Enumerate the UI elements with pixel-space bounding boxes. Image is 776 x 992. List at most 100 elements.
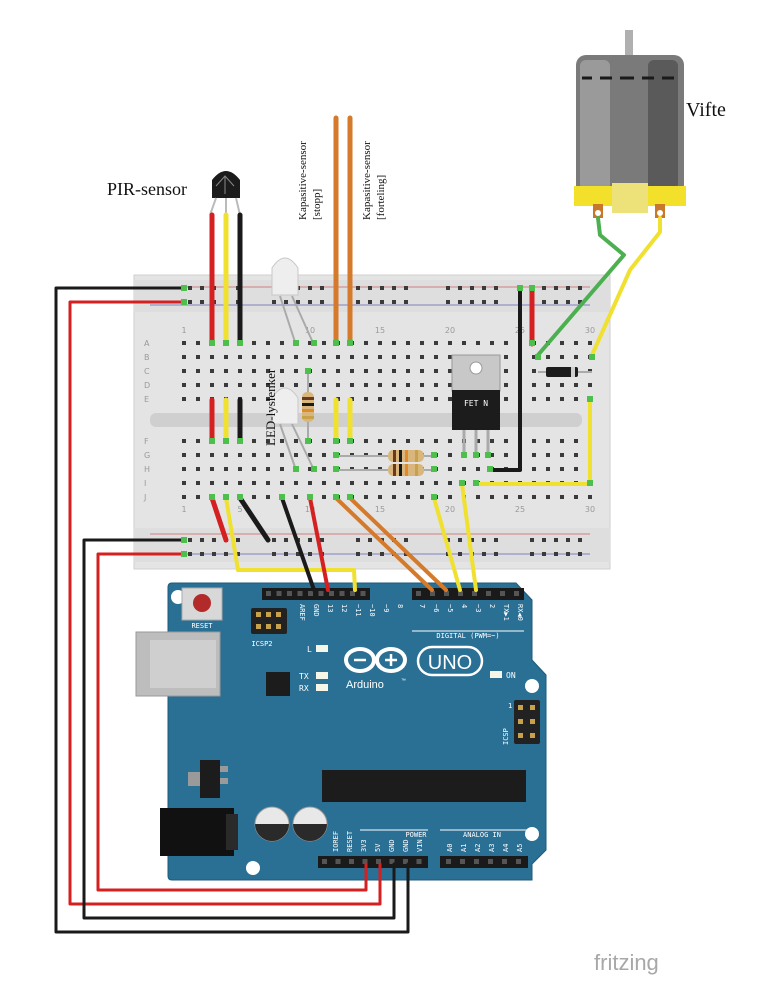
connection-marker (459, 480, 465, 486)
rail-hole (284, 538, 288, 542)
header-pin (474, 859, 479, 864)
breadboard-hole (182, 397, 186, 401)
breadboard-hole (238, 467, 242, 471)
breadboard-hole (350, 355, 354, 359)
breadboard-hole (196, 495, 200, 499)
breadboard-hole (280, 355, 284, 359)
connection-marker (333, 452, 339, 458)
digital-pin-label: ~9 (382, 604, 390, 612)
header-pin (322, 859, 327, 864)
breadboard-hole (448, 397, 452, 401)
connection-marker (209, 494, 215, 500)
arduino-tm: ™ (401, 678, 406, 684)
breadboard-hole (252, 495, 256, 499)
connection-marker (237, 340, 243, 346)
breadboard-hole (532, 383, 536, 387)
breadboard-hole (504, 495, 508, 499)
led-tx (316, 672, 328, 679)
breadboard-hole (238, 481, 242, 485)
breadboard-hole (308, 383, 312, 387)
rail-hole (224, 552, 228, 556)
column-label: 20 (445, 505, 455, 514)
uno-badge (416, 645, 484, 677)
breadboard-hole (448, 383, 452, 387)
row-label: C (144, 367, 150, 376)
breadboard-hole (532, 453, 536, 457)
breadboard-hole (294, 383, 298, 387)
rail-hole (272, 552, 276, 556)
breadboard-hole (322, 369, 326, 373)
breadboard-hole (322, 481, 326, 485)
arduino-logo (344, 647, 407, 673)
fet-label: FET N (464, 399, 488, 408)
header-pin (460, 859, 465, 864)
connection-marker (431, 452, 437, 458)
rail-hole (188, 552, 192, 556)
rail-hole (320, 300, 324, 304)
rail-hole (458, 300, 462, 304)
breadboard-hole (560, 341, 564, 345)
connection-marker (347, 340, 353, 346)
breadboard-hole (490, 341, 494, 345)
icsp2-header (251, 608, 287, 634)
icsp-header (514, 700, 540, 744)
breadboard-hole (280, 453, 284, 457)
connection-marker (473, 480, 479, 486)
rail-hole (404, 538, 408, 542)
breadboard-hole (280, 341, 284, 345)
rail-hole (482, 286, 486, 290)
breadboard-hole (350, 369, 354, 373)
breadboard-hole (546, 439, 550, 443)
uno-label: UNO (428, 652, 472, 674)
rail-hole (566, 300, 570, 304)
connection-marker (209, 340, 215, 346)
power-pin-label: IOREF (332, 831, 340, 852)
rail-hole (494, 552, 498, 556)
breadboard-hole (420, 383, 424, 387)
breadboard-hole (210, 481, 214, 485)
breadboard-hole (294, 439, 298, 443)
breadboard-hole (392, 383, 396, 387)
header-pin (444, 591, 449, 596)
connection-marker (279, 494, 285, 500)
rail-hole (308, 286, 312, 290)
power-pin-label: RESET (346, 830, 354, 852)
breadboard-hole (392, 495, 396, 499)
breadboard-hole (280, 439, 284, 443)
fan-motor (574, 30, 686, 218)
resistor-horizontal-1 (336, 450, 436, 462)
row-label: J (143, 493, 146, 502)
mosfet: FET N (451, 354, 501, 455)
breadboard-hole (406, 439, 410, 443)
breadboard-hole (266, 481, 270, 485)
breadboard-hole (308, 481, 312, 485)
connection-marker (305, 368, 311, 374)
breadboard-hole (322, 453, 326, 457)
breadboard-hole (546, 355, 550, 359)
logo-symbols (354, 654, 397, 666)
breadboard-hole (378, 383, 382, 387)
breadboard-hole (266, 341, 270, 345)
breadboard-hole (224, 481, 228, 485)
breadboard-hole (392, 439, 396, 443)
breadboard-hole (504, 369, 508, 373)
breadboard-hole (294, 355, 298, 359)
breadboard-hole (462, 467, 466, 471)
breadboard-hole (546, 383, 550, 387)
connection-marker (333, 438, 339, 444)
led-on-label: ON (506, 671, 516, 680)
wire-ends (181, 285, 595, 557)
breadboard-hole (196, 481, 200, 485)
row-label: B (144, 353, 150, 362)
connection-marker (181, 285, 187, 291)
breadboard-hole (574, 439, 578, 443)
icsp-pin1-label: 1 (508, 702, 512, 710)
power-label: POWER (405, 831, 427, 839)
reset-button-cap[interactable] (193, 594, 211, 612)
breadboard-hole (196, 341, 200, 345)
connection-marker (293, 340, 299, 346)
cap-stop-label-line1: Kapasitive-sensor (297, 141, 309, 220)
breadboard-hole (364, 355, 368, 359)
breadboard-hole (546, 397, 550, 401)
